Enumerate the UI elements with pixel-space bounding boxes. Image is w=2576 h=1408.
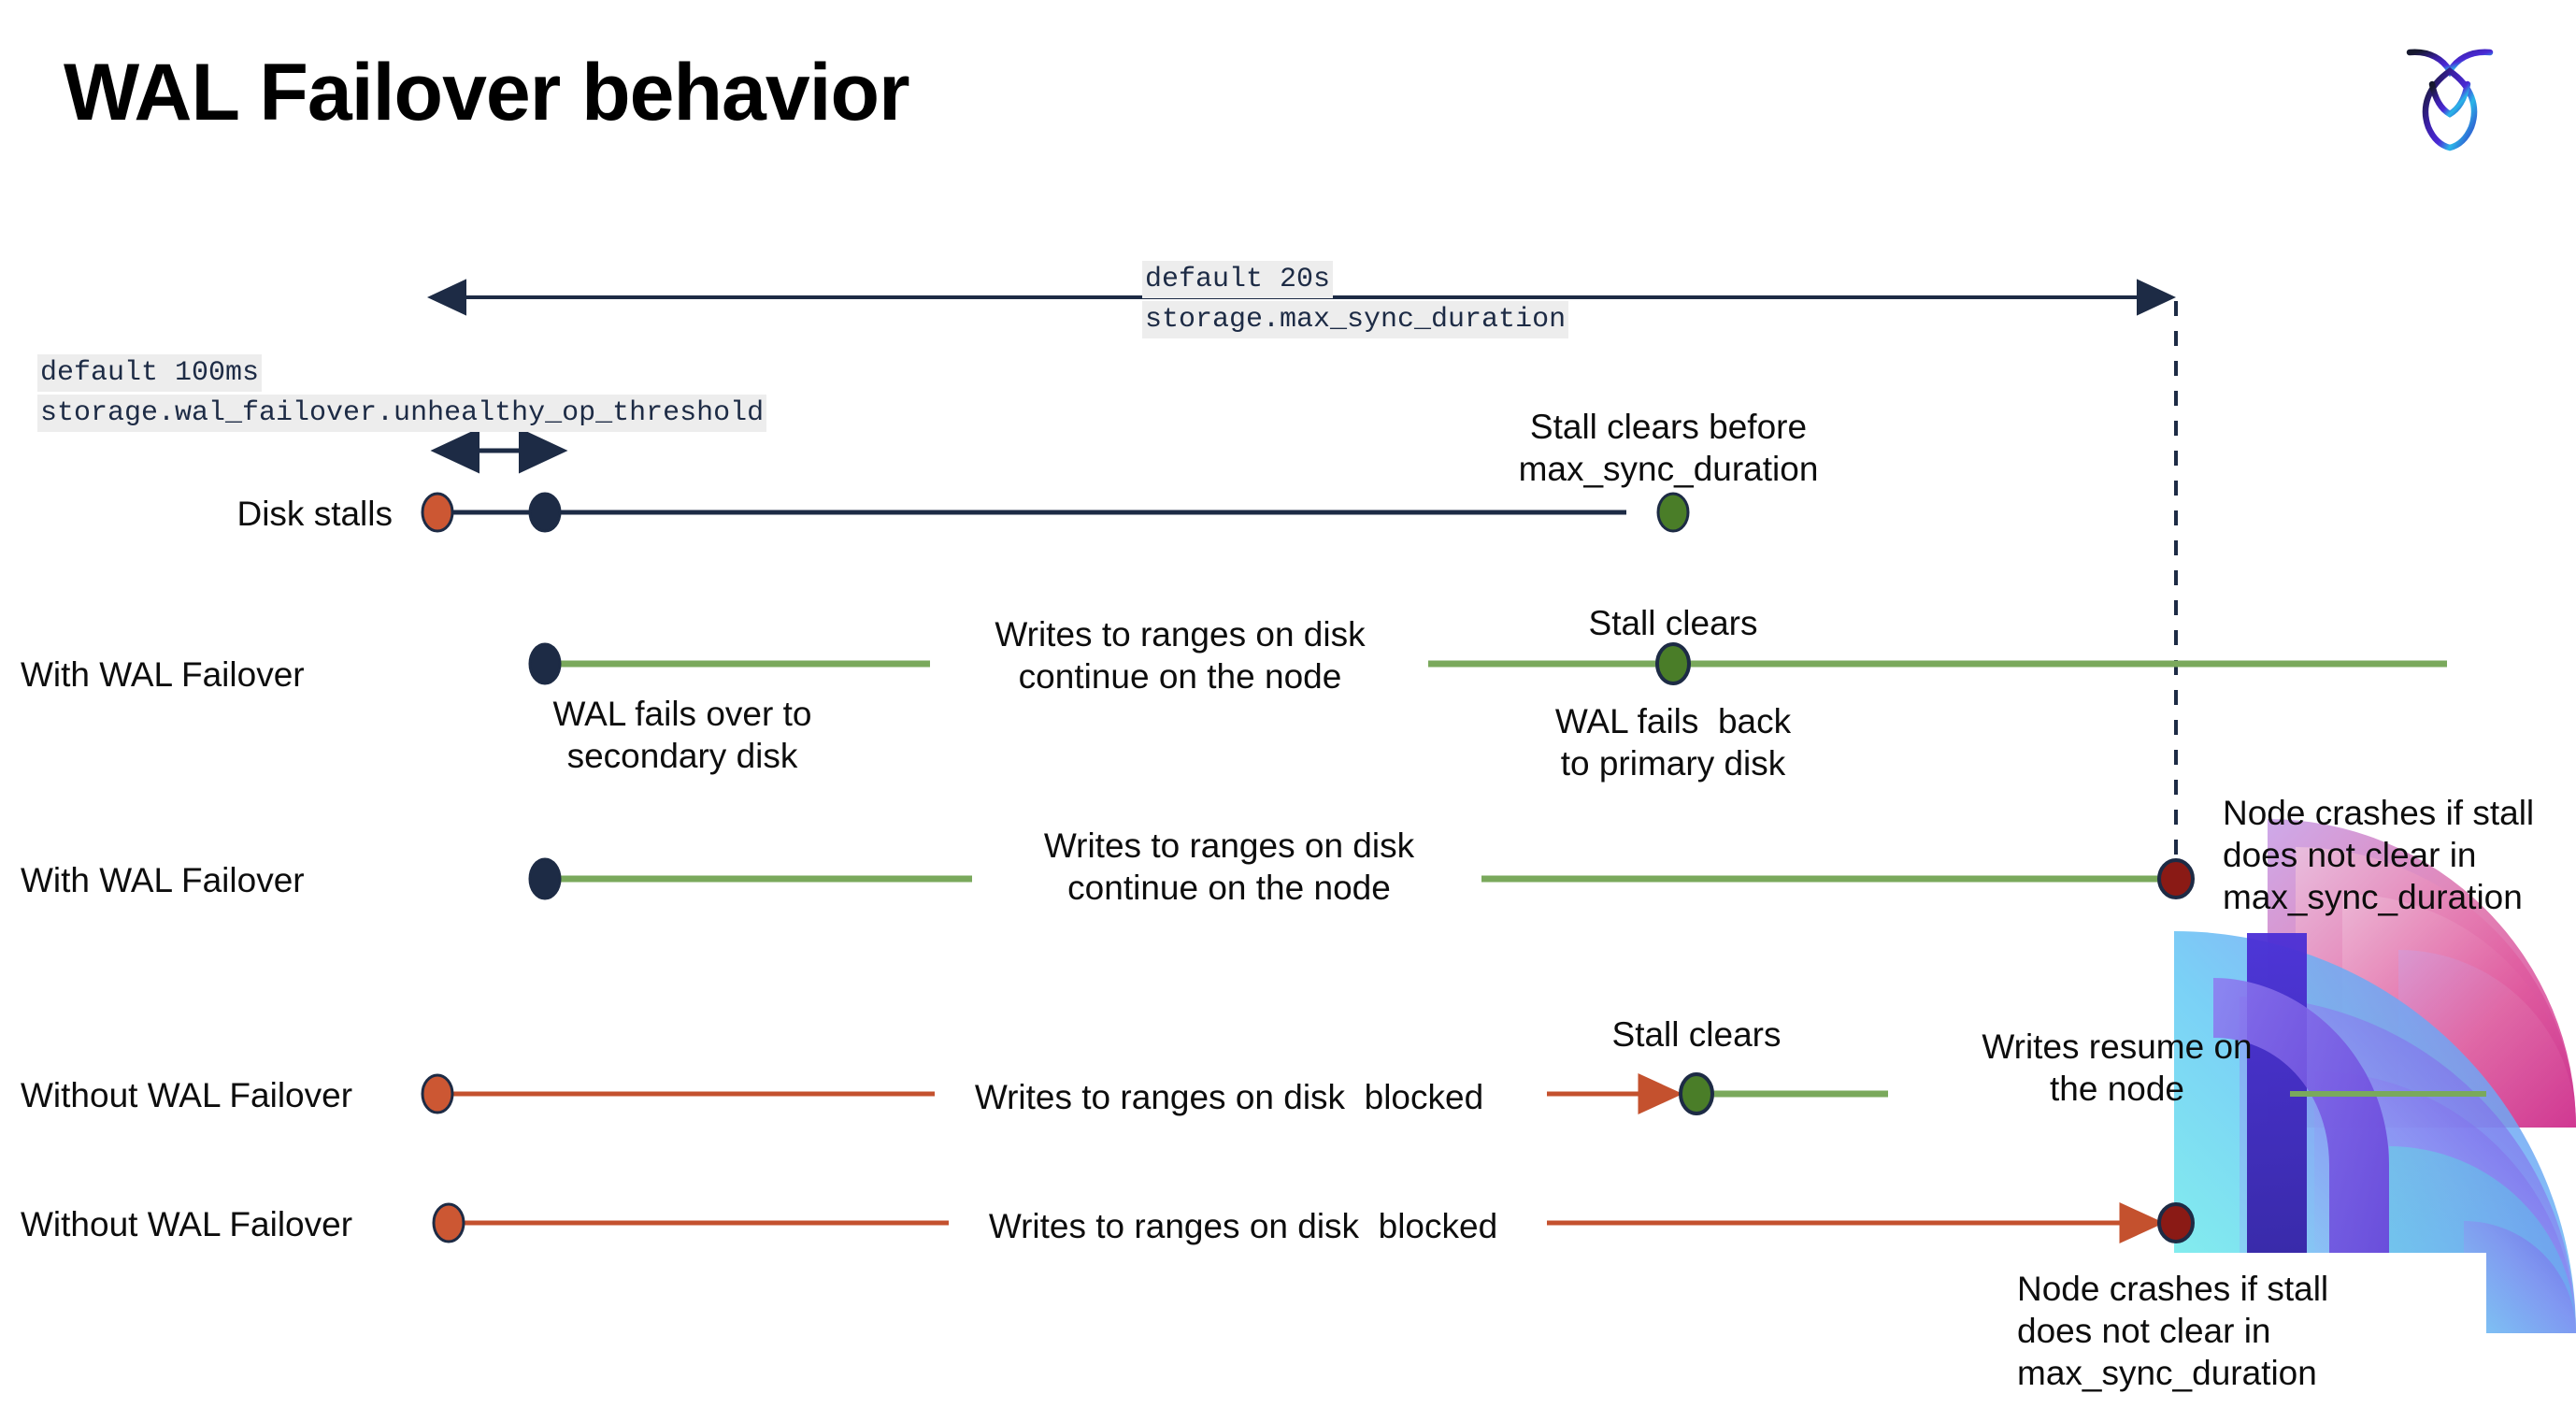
green-dot-stall-clear <box>1656 492 1690 533</box>
note-writes-resume: Writes resume on the node <box>1982 1027 2253 1108</box>
dark-red-dot-node-crash <box>2157 858 2195 899</box>
navy-dot-failover <box>528 642 562 685</box>
orange-dot-stall-start <box>421 492 454 533</box>
green-dot-stall-clear <box>1655 642 1691 685</box>
row-label-without-wal-failover-1: Without WAL Failover <box>21 1076 353 1114</box>
max-sync-default-label: default 20s <box>1142 261 1334 299</box>
orange-dot-stall-start <box>432 1202 465 1243</box>
green-dot-stall-clear <box>1679 1072 1714 1115</box>
note-wal-fails-over: WAL fails over to secondary disk <box>552 695 812 775</box>
note-stall-clears-before-max-sync: Stall clears before max_sync_duration <box>1518 408 1819 488</box>
cockroach-labs-logo <box>2406 49 2494 151</box>
page-title: WAL Failover behavior <box>64 48 910 137</box>
note-stall-clears-1: Stall clears <box>1588 604 1758 642</box>
note-wal-fails-back: WAL fails back to primary disk <box>1554 702 1792 783</box>
dark-red-dot-node-crash <box>2157 1202 2195 1243</box>
note-writes-blocked-2: Writes to ranges on disk blocked <box>988 1207 1498 1245</box>
row-label-with-wal-failover-2: With WAL Failover <box>21 861 305 899</box>
row-label-disk-stalls: Disk stalls <box>236 495 393 533</box>
navy-dot-failover <box>528 857 562 900</box>
note-stall-clears-2: Stall clears <box>1611 1015 1782 1054</box>
note-writes-blocked-1: Writes to ranges on disk blocked <box>974 1078 1484 1116</box>
row-label-with-wal-failover-1: With WAL Failover <box>21 655 305 694</box>
note-card-backdrop <box>1963 1253 2486 1408</box>
note-writes-continue-1: Writes to ranges on disk continue on the… <box>995 615 1366 696</box>
navy-dot-failover <box>528 492 562 533</box>
unhealthy-op-default-label: default 100ms <box>37 354 263 393</box>
note-node-crashes-2: Node crashes if stall does not clear in … <box>2017 1270 2329 1392</box>
note-node-crashes-1: Node crashes if stall does not clear in … <box>2223 794 2535 916</box>
unhealthy-op-setting-label: storage.wal_failover.unhealthy_op_thresh… <box>37 395 767 433</box>
max-sync-setting-label: storage.max_sync_duration <box>1142 301 1569 339</box>
row-label-without-wal-failover-2: Without WAL Failover <box>21 1205 353 1243</box>
note-writes-continue-2: Writes to ranges on disk continue on the… <box>1043 826 1415 907</box>
orange-dot-stall-start <box>421 1073 454 1114</box>
